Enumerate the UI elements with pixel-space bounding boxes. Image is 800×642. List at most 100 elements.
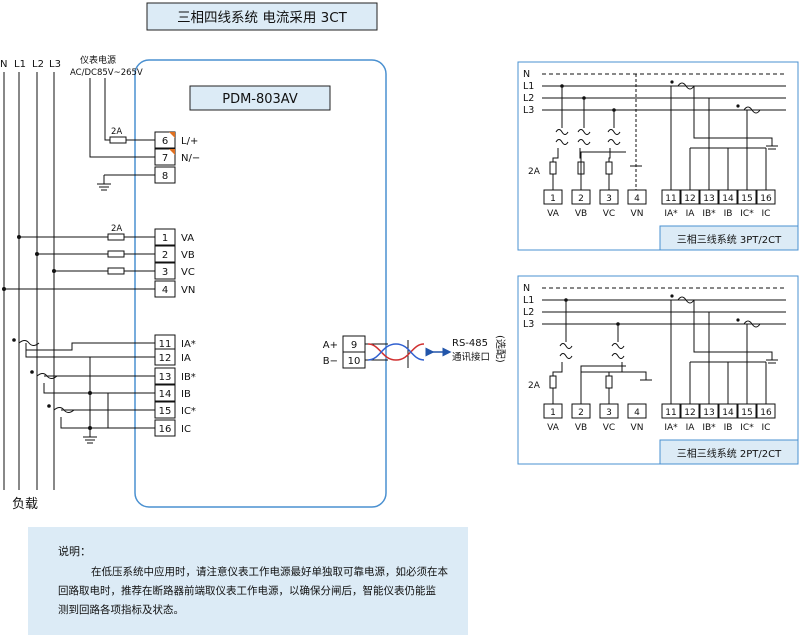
pt-coil bbox=[559, 353, 573, 359]
phase-label-l1: L1 bbox=[523, 81, 534, 92]
common-wire bbox=[580, 365, 626, 404]
terminal-label: VB bbox=[575, 209, 587, 219]
terminal-number: 1 bbox=[550, 194, 556, 204]
sub-caption: 三相三线系统 3PT/2CT bbox=[677, 233, 782, 246]
terminal-label: IB* bbox=[702, 423, 716, 433]
terminal-number: 3 bbox=[606, 408, 612, 418]
fuse-label: 2A bbox=[528, 167, 541, 177]
ct-coil bbox=[677, 82, 695, 90]
ct-wire bbox=[670, 299, 678, 404]
terminal-label: A+ bbox=[323, 340, 338, 351]
terminal-block bbox=[627, 403, 647, 419]
terminal-number: 3 bbox=[162, 267, 168, 278]
pt-coil bbox=[607, 129, 621, 135]
terminal-label: IA bbox=[686, 209, 696, 219]
model-box bbox=[189, 85, 331, 111]
terminal-number: 13 bbox=[703, 194, 714, 204]
terminal-number: 10 bbox=[348, 356, 361, 367]
terminal-label: IC bbox=[762, 209, 771, 219]
rs485-wire-a bbox=[367, 343, 425, 361]
terminal-label: IA* bbox=[664, 423, 678, 433]
phase-label-l2: L2 bbox=[523, 93, 534, 104]
terminal-number: 9 bbox=[351, 340, 357, 351]
terminal-label: IC* bbox=[740, 423, 754, 433]
rs485-label: RS-485 bbox=[452, 338, 488, 349]
terminal-label: VA bbox=[547, 209, 560, 219]
terminal-number: 11 bbox=[159, 339, 172, 350]
power-label-2: AC/DC85V~265V bbox=[70, 68, 143, 78]
note-panel bbox=[28, 527, 468, 635]
pt-coil bbox=[555, 129, 569, 135]
terminal-block bbox=[627, 189, 647, 205]
terminal-label: IC bbox=[762, 423, 771, 433]
junction-dot bbox=[612, 108, 616, 112]
pt-coil bbox=[577, 129, 591, 135]
sub-frame bbox=[517, 61, 799, 251]
phase-label-l1: L1 bbox=[14, 59, 26, 70]
rs485-sub-label: 通讯接口 bbox=[452, 351, 490, 363]
terminal-label: VN bbox=[631, 209, 644, 219]
title-box bbox=[146, 2, 378, 31]
power-fuse bbox=[109, 136, 127, 144]
terminal-number: 2 bbox=[162, 250, 168, 261]
terminal-number: 13 bbox=[703, 408, 714, 418]
terminal-number: 15 bbox=[741, 408, 752, 418]
v-fuse bbox=[549, 375, 557, 389]
sub-caption: 三相三线系统 2PT/2CT bbox=[677, 447, 782, 460]
terminal-label: N/− bbox=[181, 153, 200, 164]
pt-coil bbox=[611, 343, 625, 349]
phase-label-l2: L2 bbox=[523, 307, 534, 318]
terminal-label: IC* bbox=[181, 406, 196, 417]
phase-label-n: N bbox=[0, 59, 7, 70]
terminal-number: 14 bbox=[159, 389, 172, 400]
ct-coil bbox=[743, 106, 761, 114]
terminal-number: 12 bbox=[159, 353, 172, 364]
terminal-label: VC bbox=[603, 209, 615, 219]
ground-wire bbox=[581, 371, 647, 380]
terminal-label: IB* bbox=[702, 209, 716, 219]
ct-wire bbox=[670, 85, 678, 190]
terminal-number: 12 bbox=[684, 408, 695, 418]
terminal-accent-icon bbox=[169, 132, 175, 138]
terminal-number: 12 bbox=[684, 194, 695, 204]
device-frame bbox=[134, 59, 387, 508]
ct-coil bbox=[677, 296, 695, 304]
terminal-number: 3 bbox=[606, 194, 612, 204]
terminal-label: IB bbox=[724, 423, 733, 433]
terminal-number: 6 bbox=[162, 136, 168, 147]
polarity-dot bbox=[670, 80, 674, 84]
junction-dot bbox=[582, 96, 586, 100]
terminal-label: IA* bbox=[181, 339, 196, 350]
terminal-number: 15 bbox=[741, 194, 752, 204]
terminal-number: 11 bbox=[665, 194, 676, 204]
note-line: 在低压系统中应用时，请注意仪表工作电源最好单独取可靠电源，如必须在本 bbox=[91, 566, 448, 578]
terminal-number: 1 bbox=[162, 233, 168, 244]
terminal-number: 14 bbox=[722, 194, 734, 204]
sub-diagram-2pt2ct: 三相三线系统 2PT/2CTNL1L2L31VA2VB3VC4VN11IA*12… bbox=[517, 275, 799, 465]
caption-box bbox=[659, 225, 799, 251]
phase-label-n: N bbox=[523, 69, 530, 80]
phase-label-n: N bbox=[523, 283, 530, 294]
terminal-label: VC bbox=[181, 267, 195, 278]
terminal-number: 4 bbox=[634, 194, 640, 204]
va-fuse bbox=[107, 233, 125, 241]
terminal-label: VN bbox=[181, 285, 195, 296]
common-wire bbox=[580, 151, 626, 190]
junction-dot bbox=[560, 84, 564, 88]
load-label: 负载 bbox=[12, 497, 38, 512]
note-title: 说明： bbox=[58, 545, 91, 558]
terminal-label: IA bbox=[181, 353, 191, 364]
terminal-number: 7 bbox=[162, 153, 168, 164]
pt-coil bbox=[577, 139, 591, 145]
phase-label-l3: L3 bbox=[523, 319, 534, 330]
terminal-number: 15 bbox=[159, 406, 172, 417]
terminal-label: IC bbox=[181, 424, 191, 435]
terminal-accent-icon bbox=[169, 149, 175, 155]
diagram-title: 三相四线系统 电流采用 3CT bbox=[177, 10, 348, 26]
terminal-number: 1 bbox=[550, 408, 556, 418]
optional-label: (选配) bbox=[494, 335, 507, 363]
junction-dot bbox=[616, 322, 620, 326]
vc-fuse bbox=[107, 267, 125, 275]
phase-label-l3: L3 bbox=[523, 105, 534, 116]
terminal-block bbox=[154, 131, 176, 149]
